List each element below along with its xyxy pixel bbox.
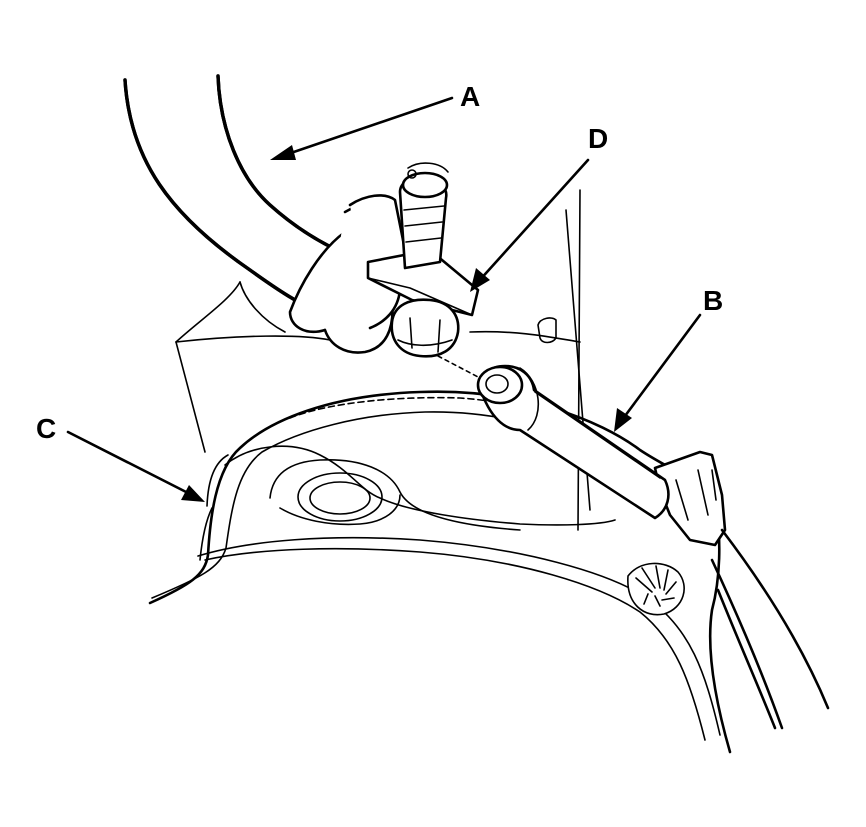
leader-a xyxy=(280,96,454,158)
arrowhead-d xyxy=(470,268,490,292)
callout-labels: A D B C xyxy=(36,81,723,444)
leader-d xyxy=(476,158,590,284)
leader-b xyxy=(620,313,702,422)
label-b: B xyxy=(703,285,723,316)
label-a: A xyxy=(460,81,480,112)
clamp-d xyxy=(323,162,481,379)
star-fitting xyxy=(627,562,685,616)
arrowhead-c xyxy=(181,485,205,502)
arrowhead-b xyxy=(614,408,632,432)
label-d: D xyxy=(588,123,608,154)
pin-b xyxy=(476,364,670,520)
leader-c xyxy=(66,430,194,497)
label-c: C xyxy=(36,413,56,444)
callout-arrows xyxy=(66,96,702,502)
arrowhead-a xyxy=(270,145,296,160)
housing-c xyxy=(148,189,830,754)
